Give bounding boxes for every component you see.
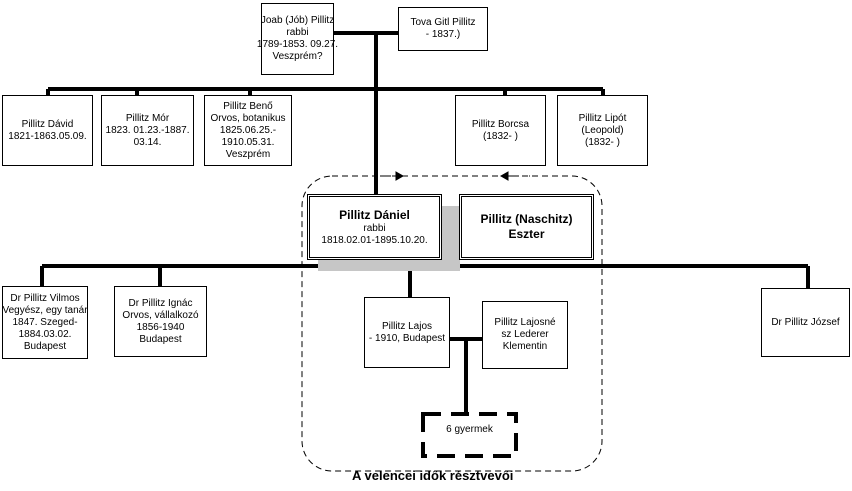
vilmos-occupation: Vegyész, egy tanár — [2, 304, 88, 316]
ignac-name: Dr Pillitz Ignác — [128, 297, 193, 309]
person-ignac: Dr Pillitz Ignác Orvos, vállalkozó 1856-… — [114, 286, 207, 357]
beno-occupation: Orvos, botanikus — [210, 112, 286, 124]
ignac-dates: 1856-1940 — [136, 321, 185, 333]
lajos-name: Pillitz Lajos — [381, 320, 433, 332]
gyermek-dashed-box — [421, 412, 518, 458]
vilmos-name: Dr Pillitz Vilmos — [10, 292, 80, 304]
lipot-name: Pillitz Lipót — [578, 112, 627, 124]
david-dates: 1821-1863.05.09. — [8, 130, 87, 142]
mor-dates: 1823. 01.23.-1887. — [105, 124, 190, 136]
person-daniel: Pillitz Dániel rabbi 1818.02.01-1895.10.… — [307, 194, 442, 260]
person-tova: Tova Gitl Pillitz - 1837.) — [398, 7, 488, 51]
jozsef-name: Dr Pillitz József — [771, 316, 840, 328]
lajosne-given: Klementin — [502, 341, 548, 352]
eszter-given: Eszter — [508, 227, 545, 241]
lipot-dates: (1832- ) — [584, 136, 620, 148]
lajosne-name: Pillitz Lajosné — [494, 317, 556, 328]
ignac-occupation: Orvos, vállalkozó — [122, 309, 199, 321]
beno-place: Veszprém — [225, 148, 271, 160]
gyermek-label: 6 gyermek — [446, 424, 493, 435]
vilmos-place: Budapest — [23, 340, 67, 352]
person-mor: Pillitz Mór 1823. 01.23.-1887. 03.14. — [101, 95, 194, 166]
person-joab: Joab (Jób) Pillitz rabbi 1789-1853. 09.2… — [257, 3, 338, 75]
person-jozsef: Dr Pillitz József — [761, 288, 850, 357]
beno-name: Pillitz Benő — [223, 100, 273, 112]
borcsa-name: Pillitz Borcsa — [471, 118, 530, 130]
daniel-title: rabbi — [363, 222, 386, 234]
vilmos-died: 1884.03.02. — [18, 328, 72, 340]
joab-title: rabbi — [286, 27, 309, 38]
lajos-dates: - 1910, Budapest — [368, 332, 446, 344]
arrow-right — [380, 171, 405, 181]
eszter-name: Pillitz (Naschitz) — [480, 212, 573, 226]
beno-died: 1910.05.31. — [221, 136, 275, 148]
person-lajosne: Pillitz Lajosné sz Lederer Klementin — [482, 301, 568, 369]
mor-dates-end: 03.14. — [133, 136, 162, 148]
daniel-dates: 1818.02.01-1895.10.20. — [321, 234, 428, 246]
person-lajos: Pillitz Lajos - 1910, Budapest — [364, 297, 450, 368]
borcsa-dates: (1832- ) — [482, 130, 518, 142]
person-david: Pillitz Dávid 1821-1863.05.09. — [2, 95, 93, 166]
highlight-region — [301, 175, 603, 472]
mor-name: Pillitz Mór — [125, 112, 170, 124]
joab-place: Veszprém? — [272, 51, 323, 62]
daniel-name: Pillitz Dániel — [339, 207, 410, 222]
arrow-left — [499, 171, 530, 181]
person-vilmos: Dr Pillitz Vilmos Vegyész, egy tanár 184… — [2, 286, 88, 359]
tova-name: Tova Gitl Pillitz — [410, 17, 476, 28]
lajosne-maiden: sz Lederer — [501, 329, 549, 340]
region-caption: A velencei idők résztvevői — [352, 468, 514, 483]
person-borcsa: Pillitz Borcsa (1832- ) — [455, 95, 546, 166]
vilmos-born: 1847. Szeged- — [12, 316, 78, 328]
joab-dates: 1789-1853. 09.27. — [256, 39, 339, 50]
lipot-alias: (Leopold) — [581, 124, 624, 136]
person-beno: Pillitz Benő Orvos, botanikus 1825.06.25… — [204, 95, 292, 166]
person-lipot: Pillitz Lipót (Leopold) (1832- ) — [557, 95, 648, 166]
ignac-place: Budapest — [139, 333, 182, 345]
tova-dates: - 1837.) — [425, 29, 461, 40]
joab-name: Joab (Jób) Pillitz — [260, 15, 335, 26]
beno-born: 1825.06.25.- — [219, 124, 277, 136]
person-eszter: Pillitz (Naschitz) Eszter — [459, 194, 594, 260]
david-name: Pillitz Dávid — [21, 118, 74, 130]
